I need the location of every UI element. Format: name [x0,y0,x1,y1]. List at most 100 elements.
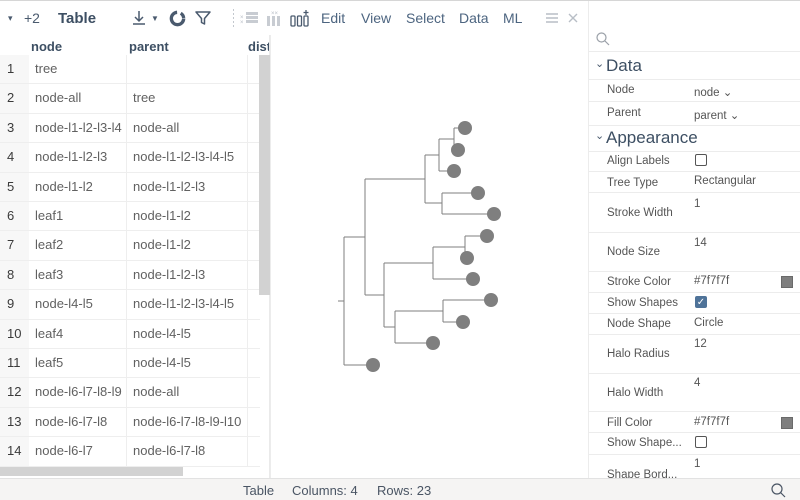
leaf-node[interactable] [471,186,485,200]
download-icon[interactable] [130,1,148,35]
cell-node[interactable]: tree [29,55,127,84]
leaf-node[interactable] [447,164,461,178]
property-search[interactable] [589,27,800,52]
cell-parent[interactable] [127,55,248,84]
fill-color-swatch[interactable] [781,417,793,429]
close-icon[interactable] [568,1,578,35]
halo-radius-input[interactable]: 12 [694,338,707,350]
row-number[interactable]: 11 [0,349,29,378]
refresh-icon[interactable] [168,1,187,35]
cell-parent[interactable]: node-l6-l7-l8 [127,437,248,466]
cell-parent[interactable]: node-l1-l2-l3 [127,260,248,290]
cell-parent[interactable]: node-l4-l5 [127,319,248,348]
leaf-node[interactable] [456,315,470,329]
align-labels-checkbox[interactable] [695,154,707,166]
cell-node[interactable]: node-l6-l7-l8 [29,407,127,437]
row-number[interactable]: 3 [0,113,29,143]
add-new-column-icon[interactable] [290,1,310,35]
halo-width-input[interactable]: 4 [694,377,701,389]
cell-parent[interactable]: tree [127,84,248,113]
cell-node[interactable]: node-l1-l2 [29,172,127,201]
menu-ml[interactable]: ML [503,10,523,26]
row-number[interactable]: 1 [0,55,29,84]
parent-column-select[interactable]: parent ⌄ [694,110,740,122]
cell-node[interactable]: leaf2 [29,231,127,260]
cell-parent[interactable]: node-all [127,113,248,143]
node-column-select[interactable]: node ⌄ [694,87,733,99]
leaf-node[interactable] [487,207,501,221]
row-number[interactable]: 7 [0,231,29,260]
tree-type-select[interactable]: Rectangular [694,175,757,187]
hidden-views-count[interactable]: +2 [24,10,40,26]
leaf-node[interactable] [458,121,472,135]
row-number[interactable]: 10 [0,319,29,348]
leaf-node[interactable] [484,293,498,307]
cell-parent[interactable]: node-all [127,378,248,407]
menu-select[interactable]: Select [406,10,445,26]
leaf-node[interactable] [480,229,494,243]
fill-color-input[interactable]: #7f7f7f [694,416,730,428]
cell-node[interactable]: node-l1-l2-l3-l4 [29,113,127,143]
hamburger-icon[interactable] [546,1,558,35]
views-dropdown-caret[interactable]: ▾ [8,12,13,23]
column-header-parent[interactable]: parent [129,39,169,54]
row-number[interactable]: 6 [0,202,29,231]
stroke-color-swatch[interactable] [781,276,793,288]
tree-viewer[interactable] [271,35,588,478]
show-shapes-checkbox[interactable]: ✓ [695,296,707,308]
filter-icon[interactable] [194,1,212,35]
view-title[interactable]: Table [58,9,97,27]
row-number[interactable]: 13 [0,407,29,437]
add-rows-icon[interactable]: ×× [240,1,260,35]
column-header-node[interactable]: node [31,39,63,54]
node-size-input[interactable]: 14 [694,237,707,249]
row-number[interactable]: 4 [0,143,29,172]
cell-node[interactable]: leaf1 [29,202,127,231]
menu-view[interactable]: View [361,10,392,26]
show-shape-border-checkbox[interactable] [695,436,707,448]
cell-parent[interactable]: node-l1-l2-l3 [127,172,248,201]
cell-node[interactable]: node-all [29,84,127,113]
row-number[interactable]: 12 [0,378,29,407]
node-shape-select[interactable]: Circle [694,317,724,329]
leaf-node[interactable] [451,143,465,157]
row-number[interactable]: 5 [0,172,29,201]
leaf-node[interactable] [460,251,474,265]
cell-node[interactable]: leaf3 [29,260,127,290]
cell-parent[interactable]: node-l4-l5 [127,349,248,378]
cell-node[interactable]: node-l4-l5 [29,290,127,319]
cell-parent[interactable]: node-l1-l2-l3-l4-l5 [127,290,248,319]
shape-border-input[interactable]: 1 [694,458,701,470]
column-header-dist[interactable]: dist [248,39,270,54]
section-appearance[interactable]: ⌄ Appearance [589,126,800,152]
leaf-node[interactable] [426,336,440,350]
row-number[interactable]: 9 [0,290,29,319]
section-data[interactable]: ⌄ Data [589,54,800,80]
cell-parent[interactable]: node-l6-l7-l8-l9-l10 [127,407,248,437]
menu-data[interactable]: Data [459,10,489,26]
cell-parent[interactable]: node-l1-l2 [127,231,248,260]
cell-node[interactable]: node-l1-l2-l3 [29,143,127,172]
cell-parent[interactable]: node-l1-l2-l3-l4-l5 [127,143,248,172]
cell-node[interactable]: node-l6-l7-l8-l9 [29,378,127,407]
cell-node[interactable]: leaf5 [29,349,127,378]
stroke-width-input[interactable]: 1 [694,198,701,210]
row-number[interactable]: 2 [0,84,29,113]
row-number[interactable]: 8 [0,260,29,290]
search-icon[interactable] [771,483,786,498]
cell-node[interactable]: node-l6-l7 [29,437,127,466]
stroke-color-input[interactable]: #7f7f7f [694,275,730,287]
